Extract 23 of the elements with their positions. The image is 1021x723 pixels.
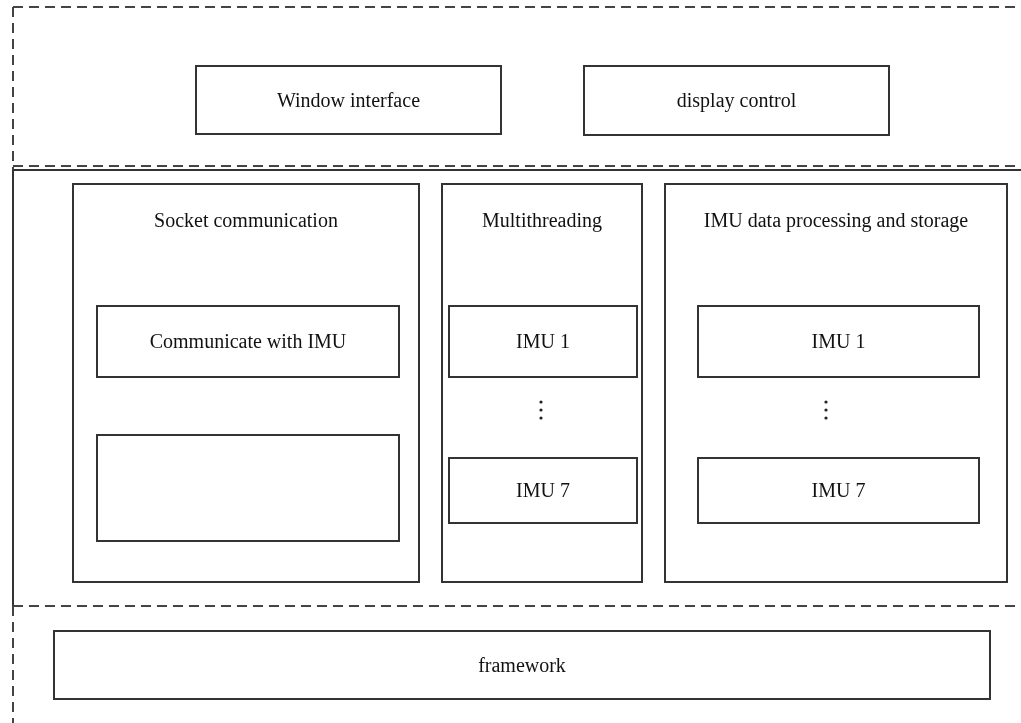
box-label: display control: [676, 88, 797, 114]
panel-heading: Socket communication: [153, 208, 339, 233]
process-box: [96, 305, 400, 378]
process-box: [448, 457, 638, 524]
box-label: framework: [478, 652, 566, 678]
module-panel: [664, 183, 1008, 583]
box-label: Communicate with IMU: [149, 329, 347, 354]
box-label: IMU 7: [516, 478, 570, 503]
module-panel: [72, 183, 420, 583]
box-label: Window interface: [277, 87, 420, 113]
box-label: IMU 1: [811, 329, 866, 354]
process-box: [583, 65, 890, 136]
box-label: IMU 1: [516, 329, 570, 354]
process-box: [53, 630, 991, 700]
process-box: [697, 305, 980, 378]
empty-box: [96, 434, 400, 542]
module-panel: [441, 183, 643, 583]
panel-heading: Multithreading: [481, 208, 603, 234]
process-box: [195, 65, 502, 135]
box-label: IMU 7: [811, 478, 866, 503]
panel-heading: IMU data processing and storage: [702, 208, 970, 234]
process-box: [448, 305, 638, 378]
process-box: [697, 457, 980, 524]
